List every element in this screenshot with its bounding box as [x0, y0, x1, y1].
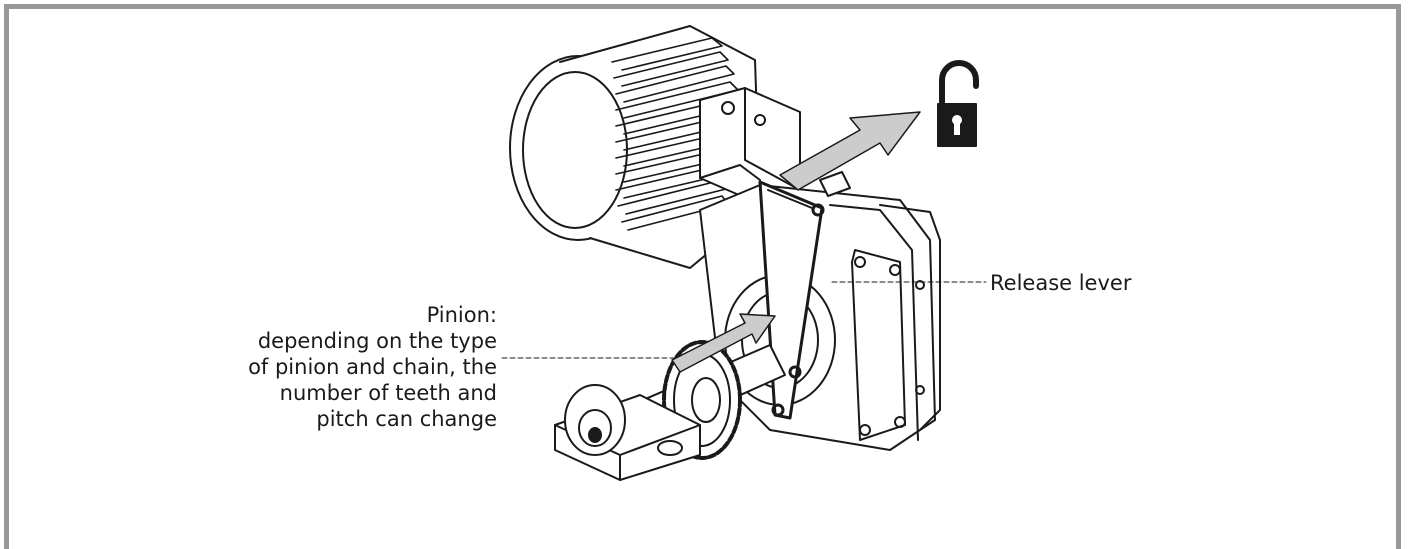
- push-arrow-upper: [779, 111, 921, 191]
- pinion-callout-line: pitch can change: [316, 407, 497, 431]
- pinion-callout-line: depending on the type: [257, 329, 497, 353]
- pinion-callout-line: of pinion and chain, the: [248, 355, 497, 379]
- pillow-block-bearing: [554, 384, 701, 481]
- release-lever-callout-label: Release lever: [990, 271, 1132, 295]
- pinion-callout-label: Pinion: depending on the type of pinion …: [167, 302, 497, 432]
- pinion-callout-line: number of teeth and: [279, 381, 497, 405]
- terminal-box: [699, 87, 801, 203]
- push-arrow-lower: [671, 313, 776, 373]
- pinion-callout-line: Pinion:: [426, 303, 497, 327]
- unlocked-padlock-icon: [937, 60, 979, 147]
